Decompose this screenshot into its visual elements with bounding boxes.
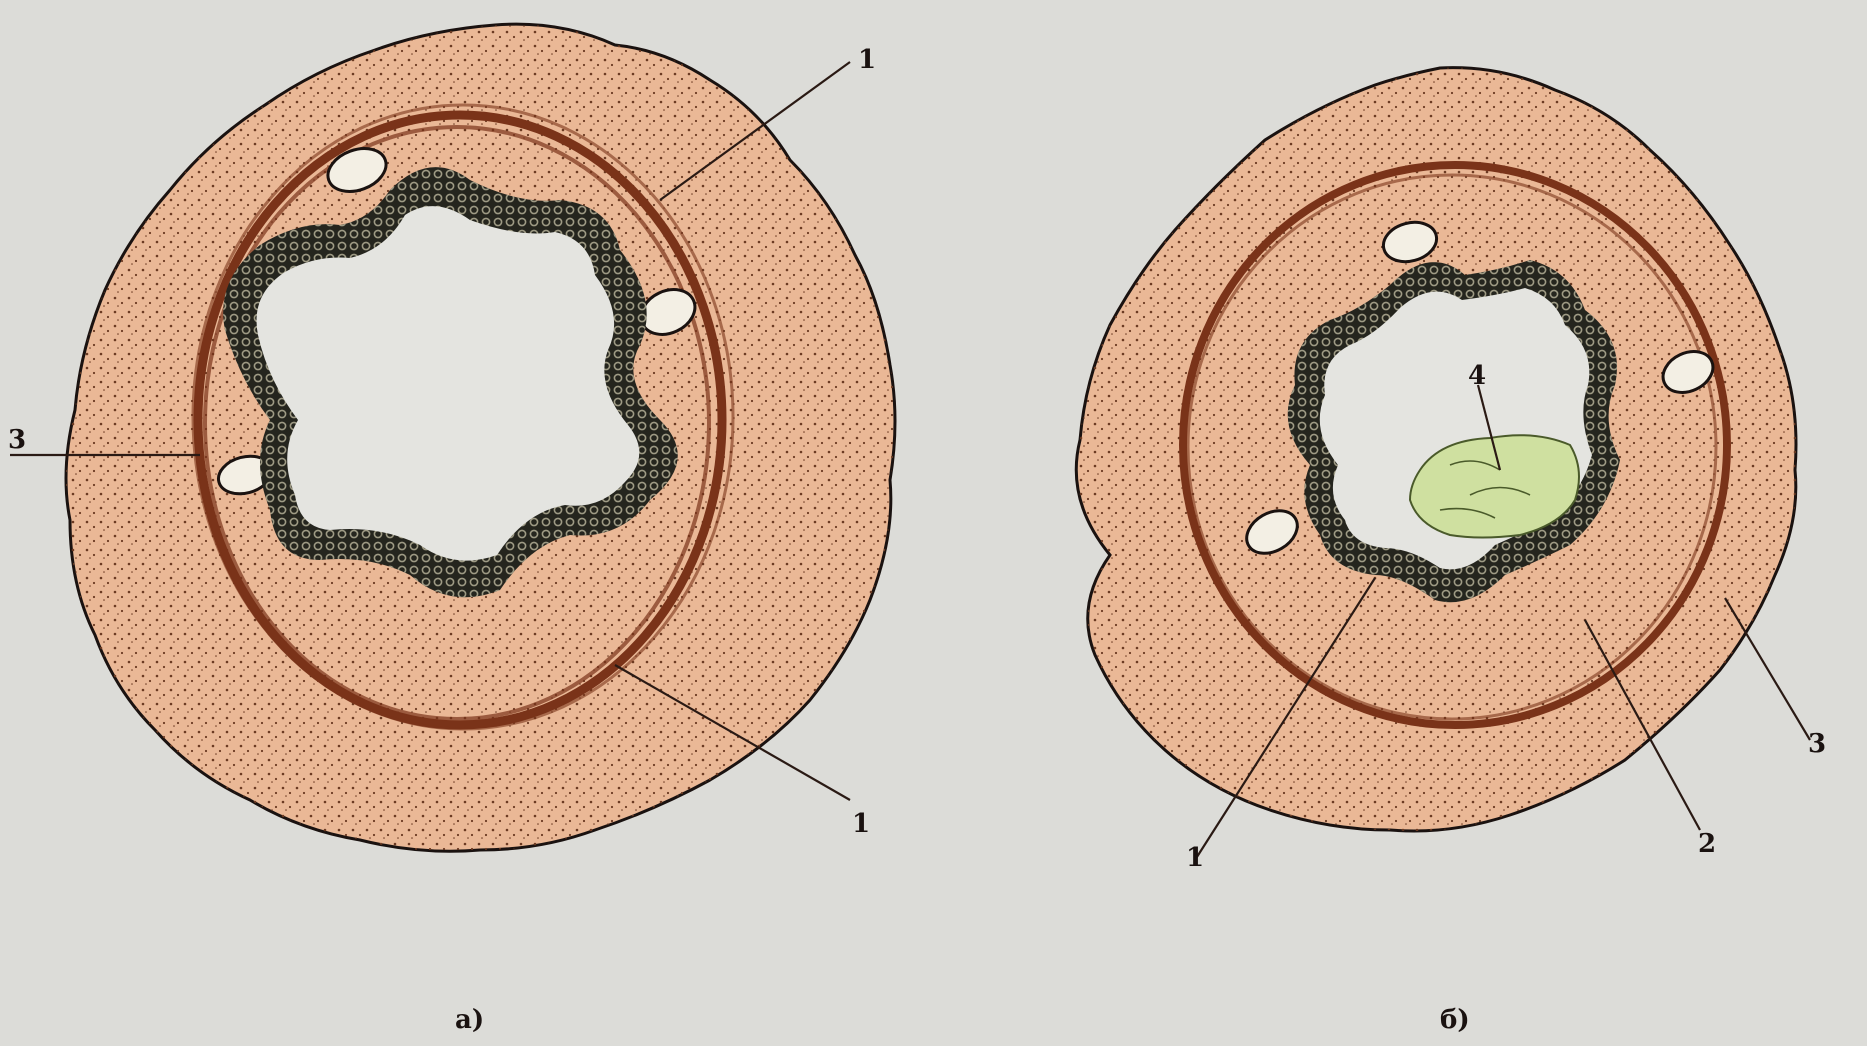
figure-b-label-4: 4 bbox=[1468, 361, 1486, 391]
figure-b: 4 1 2 3 б) bbox=[1076, 68, 1826, 1035]
figure-b-caption: б) bbox=[1440, 1005, 1470, 1035]
figure-b-label-1: 1 bbox=[1186, 843, 1204, 873]
figure-a-label-1-top: 1 bbox=[858, 45, 876, 75]
figure-a: 1 3 1 а) bbox=[8, 24, 895, 1035]
figure-b-label-2: 2 bbox=[1698, 829, 1716, 859]
figure-b-label-3: 3 bbox=[1808, 729, 1826, 759]
figure-a-label-1-bottom: 1 bbox=[852, 809, 870, 839]
figure-a-caption: а) bbox=[455, 1005, 484, 1035]
figure-a-label-3: 3 bbox=[8, 425, 26, 455]
